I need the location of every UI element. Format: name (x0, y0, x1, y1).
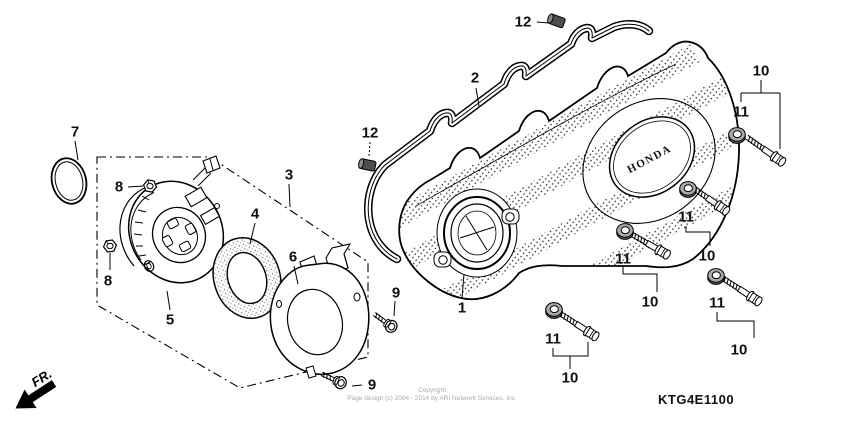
part-11-washer-3 (616, 223, 634, 240)
part-11-washer-1 (728, 127, 746, 144)
callout-9a[interactable]: 9 (392, 285, 400, 302)
part-2-gasket (364, 19, 654, 264)
callout-5[interactable]: 5 (166, 312, 174, 329)
callout-11d[interactable]: 11 (545, 331, 561, 348)
callout-3[interactable]: 3 (285, 167, 293, 184)
part-11-washer-5 (707, 268, 725, 285)
fr-arrow-icon (15, 380, 57, 409)
callout-11c[interactable]: 11 (615, 251, 631, 268)
callout-12a[interactable]: 12 (515, 14, 532, 31)
part-11-washer-2 (679, 181, 697, 198)
callout-10b[interactable]: 10 (699, 248, 716, 265)
fr-direction-arrow: FR. (15, 366, 57, 409)
part-10-bolt-5 (718, 272, 765, 308)
part-6-cover-plate (269, 243, 370, 379)
part-1-crankcase-cover: HONDA (398, 40, 740, 300)
watermark-line2: Page design (c) 2004 - 2014 by ARI Netwo… (347, 395, 517, 402)
callout-10c[interactable]: 10 (642, 294, 659, 311)
callout-9b[interactable]: 9 (368, 377, 376, 394)
callout-11e[interactable]: 11 (709, 295, 725, 312)
callout-10d[interactable]: 10 (562, 370, 579, 387)
callout-10a[interactable]: 10 (753, 63, 770, 80)
callout-7[interactable]: 7 (71, 124, 79, 141)
cover-bolt-boss (433, 208, 520, 268)
part-12-dowel-pin-top (545, 12, 567, 29)
callout-11a[interactable]: 11 (733, 104, 749, 121)
callout-4[interactable]: 4 (251, 206, 260, 223)
honda-logo-plate: HONDA (608, 116, 696, 198)
watermark-line1: Copyright (418, 387, 446, 394)
callout-6[interactable]: 6 (289, 249, 297, 266)
callout-8b[interactable]: 8 (104, 273, 112, 290)
callout-11b[interactable]: 11 (678, 209, 694, 226)
part-9-screw-upper (370, 308, 400, 336)
callout-1[interactable]: 1 (458, 300, 466, 317)
part-12-dowel-pin-left (357, 157, 377, 172)
part-10-bolt-1 (743, 132, 788, 169)
part-10-bolt-4 (555, 307, 602, 343)
callout-8a[interactable]: 8 (115, 179, 123, 196)
diagram-part-code: KTG4E1100 (658, 392, 734, 407)
part-8-nut-lower (102, 238, 118, 254)
part-7-o-ring (50, 157, 88, 205)
callout-2[interactable]: 2 (471, 70, 479, 87)
callout-10e[interactable]: 10 (731, 342, 748, 359)
leader-lines (74, 21, 781, 387)
part-11-washer-4 (545, 302, 563, 319)
callout-12b[interactable]: 12 (362, 125, 379, 142)
part-4-ring-gasket (212, 236, 282, 320)
part-5-ratchet-assembly (119, 155, 225, 284)
